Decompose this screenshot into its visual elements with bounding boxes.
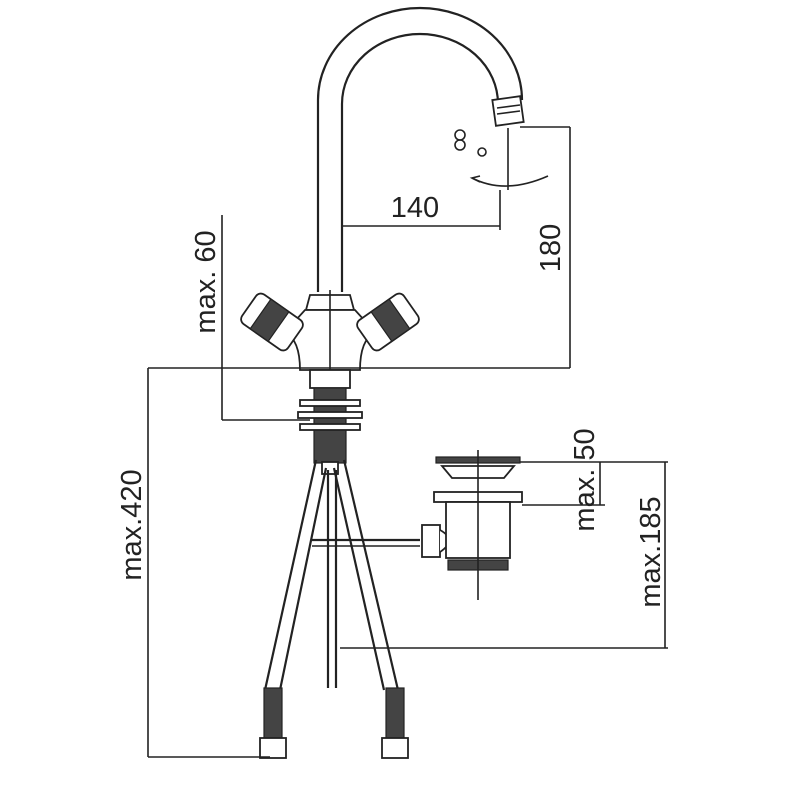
mounting-assembly <box>297 369 363 475</box>
hot-handle <box>240 292 304 352</box>
spout <box>316 6 525 292</box>
dimension-label-140: 140 <box>391 192 439 224</box>
dimension-label-180: 180 <box>535 224 567 272</box>
dimension-label-max-60: max. 60 <box>190 230 222 333</box>
pop-up-waste <box>312 450 523 600</box>
mixer-body <box>240 290 420 470</box>
dimension-label-max-50: max. 50 <box>569 428 601 531</box>
cold-handle <box>356 292 420 352</box>
dimension-lines <box>147 126 668 758</box>
dimension-label-max-420: max.420 <box>116 469 148 580</box>
water-flow-icon <box>454 128 549 190</box>
supply-hoses <box>259 459 409 759</box>
dimension-label-max-185: max.185 <box>635 496 667 607</box>
